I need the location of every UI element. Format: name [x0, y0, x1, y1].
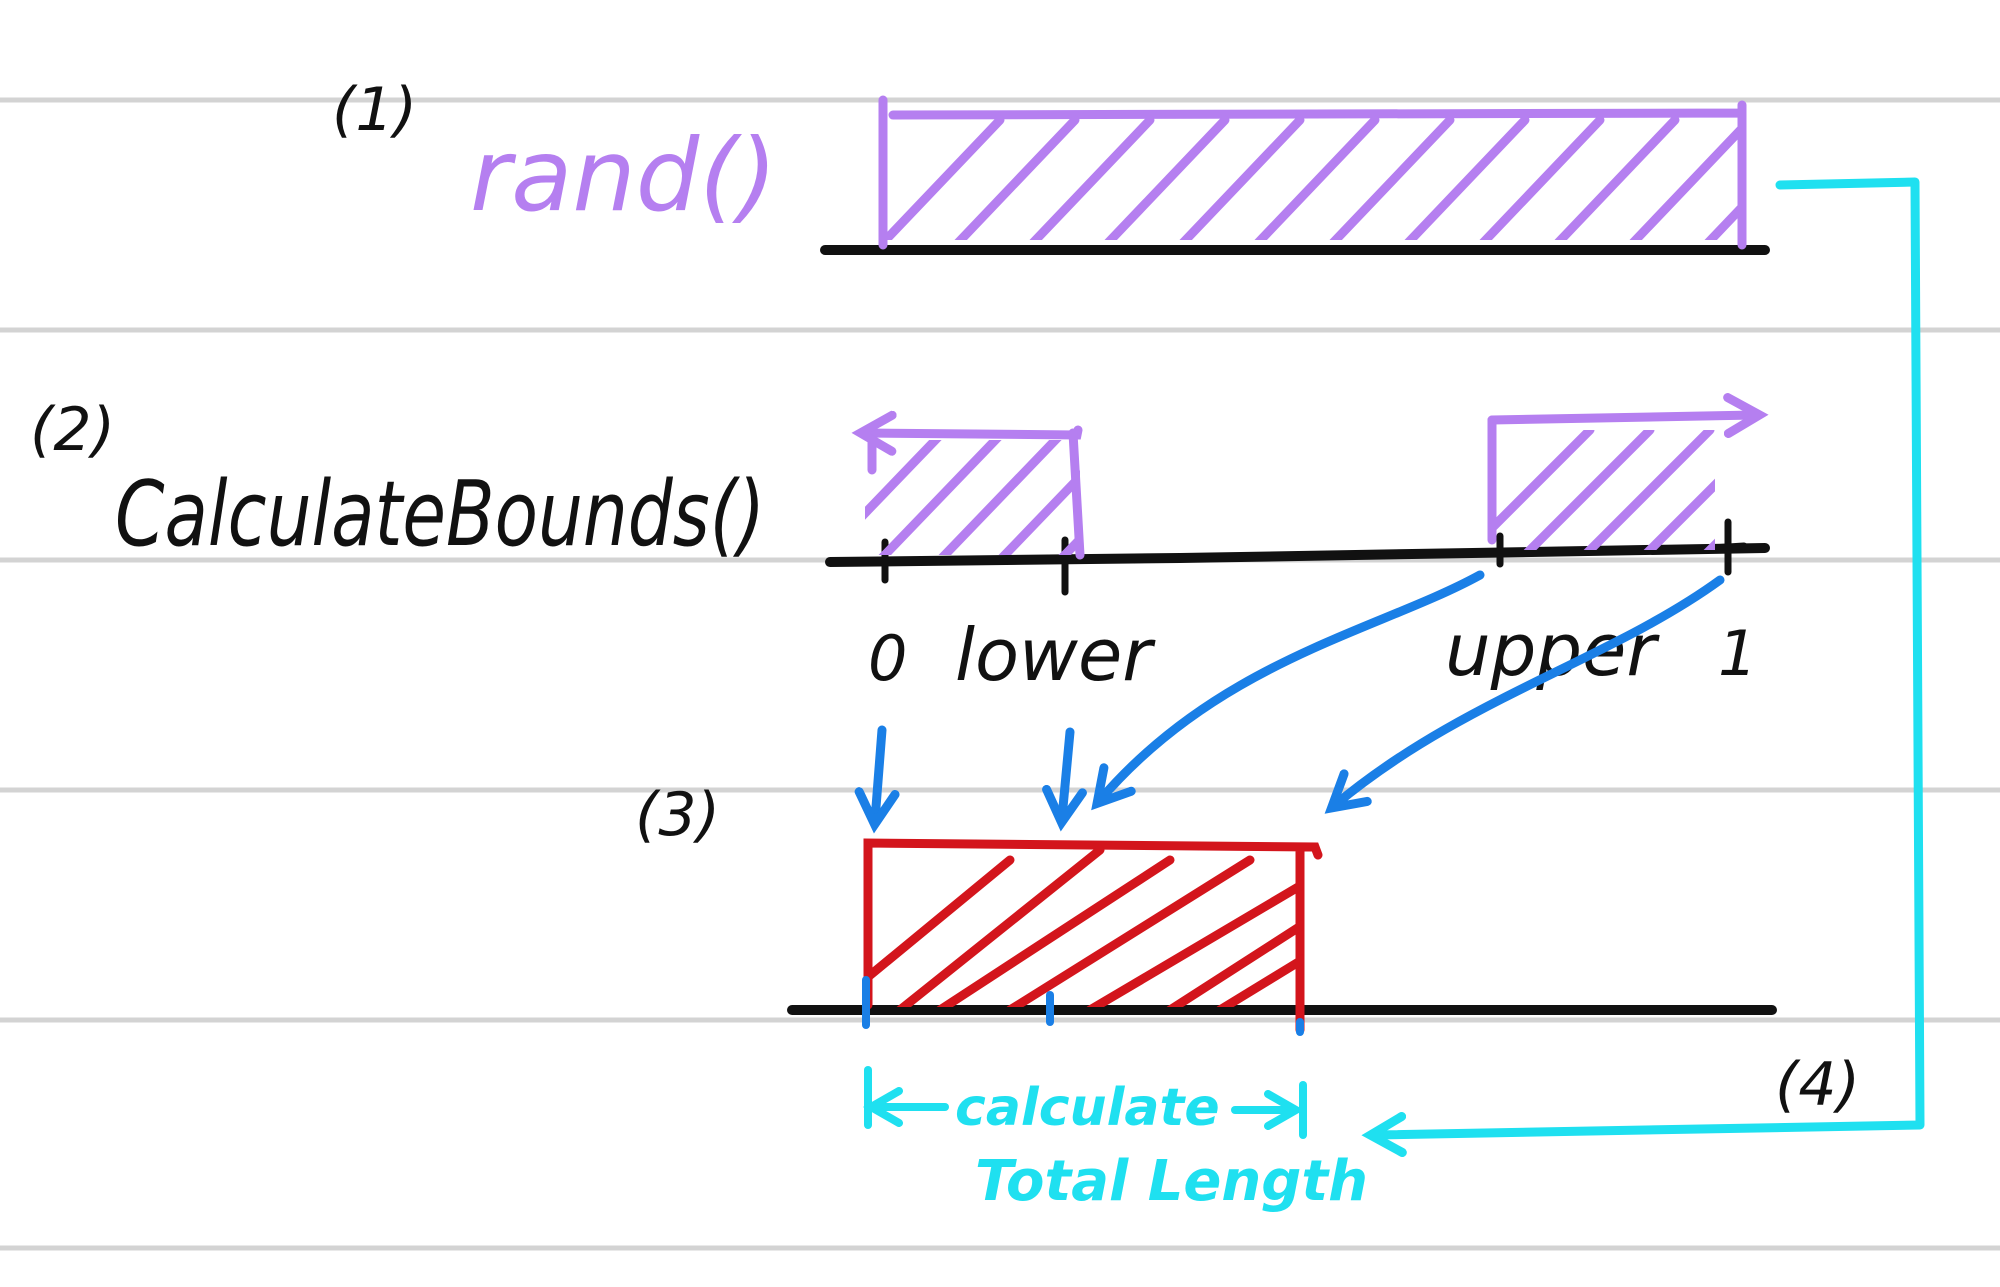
hatch-line	[1086, 878, 1303, 1007]
bounds-axis-line	[825, 543, 1770, 567]
hatch-line	[868, 855, 1015, 983]
compressed-range-outline	[863, 838, 1323, 1035]
arrow-upper-to-lower	[1091, 570, 1485, 811]
axis-label-one: 1	[1718, 617, 1757, 690]
loop-back-arrow	[1361, 177, 1925, 1158]
hatch-line	[896, 845, 1105, 1007]
hatch-line	[1404, 115, 1530, 240]
hatch-line	[998, 470, 1080, 555]
hatch-line	[1329, 115, 1455, 240]
rand-hatching	[880, 115, 1740, 240]
hatch-line	[865, 440, 942, 520]
total-length-line1: calculate	[955, 1078, 1220, 1138]
arrow-zero-to-start	[854, 725, 900, 834]
lower-hatching	[865, 440, 1080, 555]
compressed-hatching	[868, 845, 1303, 1007]
rand-range-outline	[878, 95, 1747, 250]
step-1-number: (1)	[332, 75, 417, 145]
hatch-line	[1523, 430, 1655, 550]
hatch-line	[1166, 919, 1303, 1007]
lower-region	[851, 410, 1085, 560]
lower-region-arrow	[851, 410, 1083, 456]
mapping-arrows	[854, 570, 1725, 834]
total-length-bracket	[862, 1066, 1307, 1139]
hatch-line	[936, 855, 1175, 1007]
step-2-number: (2)	[30, 395, 115, 465]
upper-region-arrow	[1487, 393, 1769, 439]
axis-label-upper: upper	[1445, 608, 1660, 692]
hatch-line	[880, 115, 1005, 240]
hatch-line	[878, 440, 1002, 555]
compressed-range-bar	[787, 838, 1777, 1036]
hatch-line	[1629, 123, 1740, 240]
hatch-line	[1703, 538, 1715, 550]
hatch-line	[938, 440, 1062, 555]
hatch-line	[1216, 954, 1303, 1007]
hatch-line	[1704, 202, 1740, 240]
hatch-line	[1554, 115, 1680, 240]
axis-label-zero: 0	[868, 622, 907, 695]
hatch-line	[1104, 115, 1230, 240]
hatch-line	[1479, 115, 1605, 240]
step-3-number: (3)	[635, 780, 720, 850]
total-length-line2: Total Length	[975, 1149, 1368, 1214]
hatch-line	[1490, 430, 1595, 537]
hatch-line	[1643, 478, 1715, 550]
hatch-line	[954, 115, 1080, 240]
step-4-number: (4)	[1775, 1050, 1860, 1120]
hatch-line	[1006, 855, 1255, 1007]
hatch-line	[1179, 115, 1305, 240]
tick-one-cross	[1708, 542, 1748, 552]
step-2-label: CalculateBounds()	[115, 462, 765, 567]
rand-range-bar	[820, 95, 1770, 255]
axis-label-lower: lower	[955, 613, 1156, 697]
upper-hatching	[1490, 430, 1715, 550]
hatch-line	[1029, 115, 1155, 240]
bounds-axis	[825, 518, 1770, 596]
arrow-lower-to-lower	[1042, 727, 1087, 832]
upper-region	[1487, 393, 1769, 550]
hatch-line	[1254, 115, 1380, 240]
arrow-one-to-end	[1324, 575, 1725, 814]
hatch-line	[1583, 430, 1715, 550]
step-1-label: rand()	[470, 117, 777, 234]
